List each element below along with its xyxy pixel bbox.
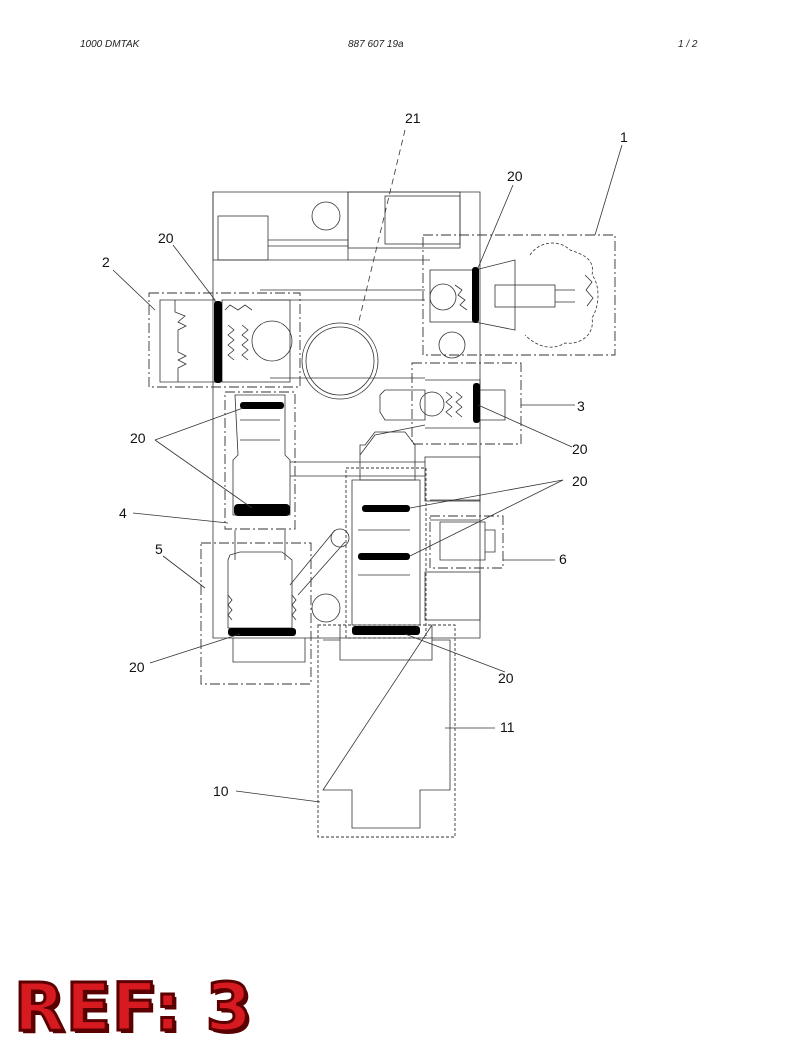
handwheel-outline — [524, 242, 599, 348]
upper-right-chamber — [347, 191, 461, 249]
module-3-box — [411, 362, 522, 445]
module-1-box — [422, 234, 616, 356]
leader-5 — [162, 555, 206, 589]
callout-20-right: 20 — [572, 441, 588, 457]
seal-ring-module-4-bottom — [234, 504, 290, 516]
upper-left-port — [217, 215, 269, 261]
header-part-number: 887 607 19a — [348, 39, 404, 50]
central-spool-box — [345, 467, 427, 639]
header-page-number: 1 / 2 — [678, 39, 698, 50]
callout-1: 1 — [620, 129, 628, 145]
header-model: 1000 DMTAK — [80, 39, 140, 50]
callout-20-top: 20 — [507, 168, 523, 184]
leader-20-pair-a — [154, 407, 244, 441]
seal-ring-module-4-top — [240, 402, 284, 409]
leader-20-mid-b — [409, 479, 564, 557]
callout-6: 6 — [559, 551, 567, 567]
leader-20-bottom-left — [149, 633, 241, 664]
seal-ring-spool-bottom — [352, 626, 420, 635]
leader-20-right — [477, 404, 573, 448]
leader-21 — [357, 129, 406, 326]
right-port-2 — [424, 571, 481, 621]
leader-2 — [112, 269, 156, 311]
ref-stamp: REF: 3 — [13, 968, 254, 1048]
seal-ring-spool-top — [362, 505, 410, 512]
right-port-1 — [424, 456, 481, 502]
module-6-box — [429, 515, 504, 569]
callout-2: 2 — [102, 254, 110, 270]
module-2-box — [148, 292, 301, 388]
leader-20-pair-b — [154, 439, 253, 509]
module-10-outline — [317, 624, 456, 838]
module-11-outline — [322, 623, 451, 829]
callout-20-bottom-left: 20 — [129, 659, 145, 675]
seal-ring-module-1 — [472, 267, 479, 323]
valve-block-body — [212, 191, 481, 639]
module-4-box — [224, 391, 296, 530]
seal-ring-module-3 — [473, 383, 480, 423]
callout-10: 10 — [213, 783, 229, 799]
seal-ring-module-5 — [228, 628, 296, 636]
callout-20-pair: 20 — [130, 430, 146, 446]
callout-5: 5 — [155, 541, 163, 557]
leader-20-top — [477, 184, 514, 269]
upper-port-circle — [311, 201, 341, 231]
leader-20-mid-a — [409, 479, 564, 509]
callout-11: 11 — [500, 719, 515, 735]
seal-ring-spool-mid — [358, 553, 410, 560]
callout-3: 3 — [577, 398, 585, 414]
callout-20-bottom-right: 20 — [498, 670, 514, 686]
small-port-circle — [438, 331, 466, 359]
leader-20-bottom-right — [404, 633, 506, 673]
module-5-box — [200, 542, 312, 685]
leader-20-left — [172, 244, 216, 301]
seal-ring-module-2 — [214, 301, 222, 383]
leader-4 — [132, 512, 229, 524]
leader-1 — [594, 144, 623, 236]
accumulator-port-circle — [301, 322, 379, 400]
lower-port-circle — [311, 593, 341, 623]
callout-4: 4 — [119, 505, 127, 521]
callout-20-mid: 20 — [572, 473, 588, 489]
leader-10 — [235, 790, 321, 803]
callout-20-left: 20 — [158, 230, 174, 246]
callout-21: 21 — [405, 110, 421, 126]
